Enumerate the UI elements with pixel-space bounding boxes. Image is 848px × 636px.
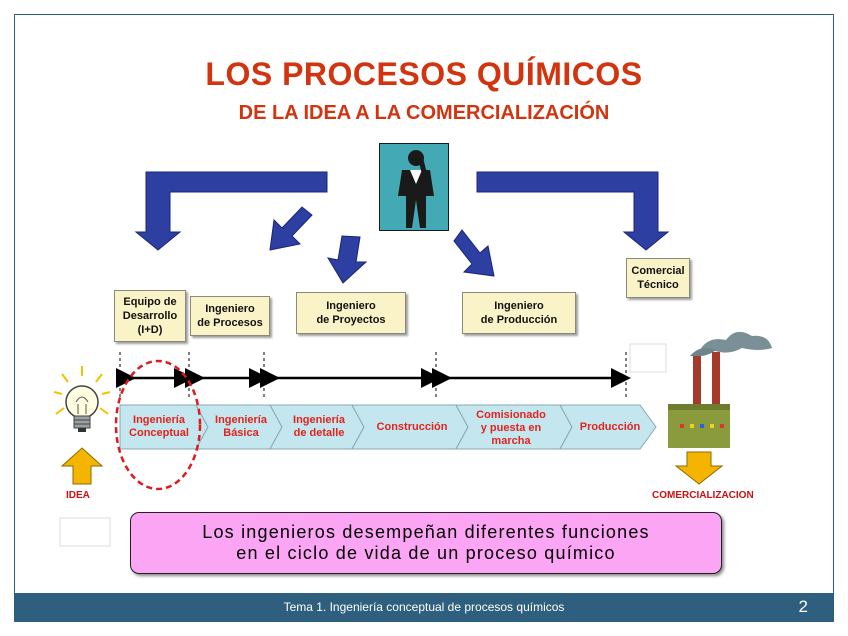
stage-chevron-6 (559, 404, 657, 450)
blue-arrow-left (134, 171, 328, 251)
role-ingeniero-procesos: Ingeniero de Procesos (190, 296, 270, 336)
role-ingeniero-proyectos: Ingeniero de Proyectos (296, 292, 406, 334)
lightbulb-icon (53, 366, 111, 432)
blue-arrow-diag-2 (326, 235, 368, 284)
blue-arrow-diag-1 (269, 206, 313, 251)
commercial-label: COMERCIALIZACION (652, 490, 754, 501)
stage-label-conceptual: Ingeniería Conceptual (129, 414, 189, 439)
role-ingeniero-produccion: Ingeniero de Producción (462, 292, 576, 334)
idea-up-arrow (60, 447, 104, 485)
footer-text: Tema 1. Ingeniería conceptual de proceso… (283, 600, 565, 614)
message-line-2: en el ciclo de vida de un proceso químic… (236, 543, 616, 563)
footer-bar: Tema 1. Ingeniería conceptual de proceso… (14, 594, 834, 622)
page-number: 2 (798, 597, 808, 616)
factory-icon (668, 331, 772, 448)
engineer-figure (379, 143, 449, 231)
stage-label-comisionado: Comisionado y puesta en marcha (476, 409, 546, 447)
highlight-ellipse (114, 359, 202, 491)
stage-label-produccion: Producción (579, 421, 641, 433)
stage-label-basica: Ingeniería Básica (215, 414, 267, 439)
stage-label-detalle: Ingeniería de detalle (293, 414, 345, 439)
slide-title: LOS PROCESOS QUÍMICOS (205, 56, 643, 92)
message-box: Los ingenieros desempeñan diferentes fun… (130, 512, 722, 574)
blue-arrow-right (476, 171, 670, 251)
idea-label: IDEA (66, 490, 90, 501)
blue-arrow-diag-3 (453, 229, 495, 277)
message-line-1: Los ingenieros desempeñan diferentes fun… (202, 522, 650, 542)
stage-label-construccion: Construcción (376, 421, 448, 433)
role-comercial-tecnico: Comercial Técnico (626, 258, 690, 298)
slide-subtitle: DE LA IDEA A LA COMERCIALIZACIÓN (238, 102, 610, 124)
role-equipo-desarrollo: Equipo de Desarrollo (I+D) (114, 290, 186, 342)
commercial-down-arrow (674, 451, 724, 485)
